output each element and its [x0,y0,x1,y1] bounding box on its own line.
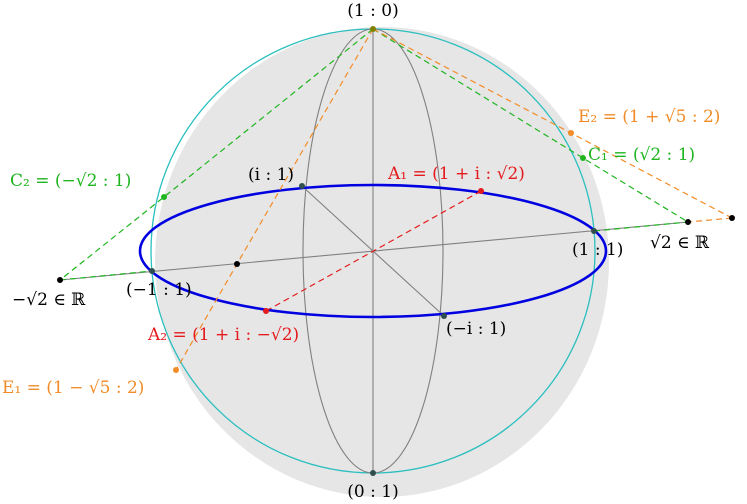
one-point [591,228,597,234]
a2-label: A₂ = (1 + i : −√2) [147,325,299,345]
south-pole-point [370,470,376,476]
minus-sqrt2-real-point [57,277,63,283]
equator-circle [138,183,608,319]
minus-one-point [149,268,155,274]
e2-label: E₂ = (1 + √5 : 2) [578,107,720,127]
south-label: (0 : 1) [347,482,398,502]
c2-label: C₂ = (−√2 : 1) [10,171,131,191]
minus-i-point [441,313,447,319]
green-real-line [59,270,153,281]
red-projection-line [265,190,482,312]
minus-i-label: (−i : 1) [446,319,506,339]
i-point [299,183,305,189]
sqrt2-real-point [685,219,691,225]
e2-point [568,130,574,136]
one-label: (1 : 1) [572,240,623,260]
a1-label: A₁ = (1 + i : √2) [387,164,525,184]
north-label: (1 : 0) [347,1,398,21]
orange-return-line [687,217,733,223]
a2-point [263,308,269,314]
sqrt2-real-label: √2 ∈ ℝ [650,233,710,253]
green-projection-line-c1 [372,28,689,223]
e1-label: E₁ = (1 − √5 : 2) [2,378,144,398]
e2-projection-point [729,215,735,221]
c1-point [580,155,586,161]
i-label: (i : 1) [248,165,294,185]
c1-label: C₁ = (√2 : 1) [588,145,695,165]
a1-point [478,188,484,194]
minus-sqrt2-real-label: −√2 ∈ ℝ [12,290,86,310]
north-pole-point [370,26,376,32]
center-point [234,261,240,267]
minus-one-label: (−1 : 1) [126,280,192,300]
c2-point [161,194,167,200]
e1-point [173,367,179,373]
sphere-shading [155,27,609,497]
green-real-line-right [593,221,689,232]
